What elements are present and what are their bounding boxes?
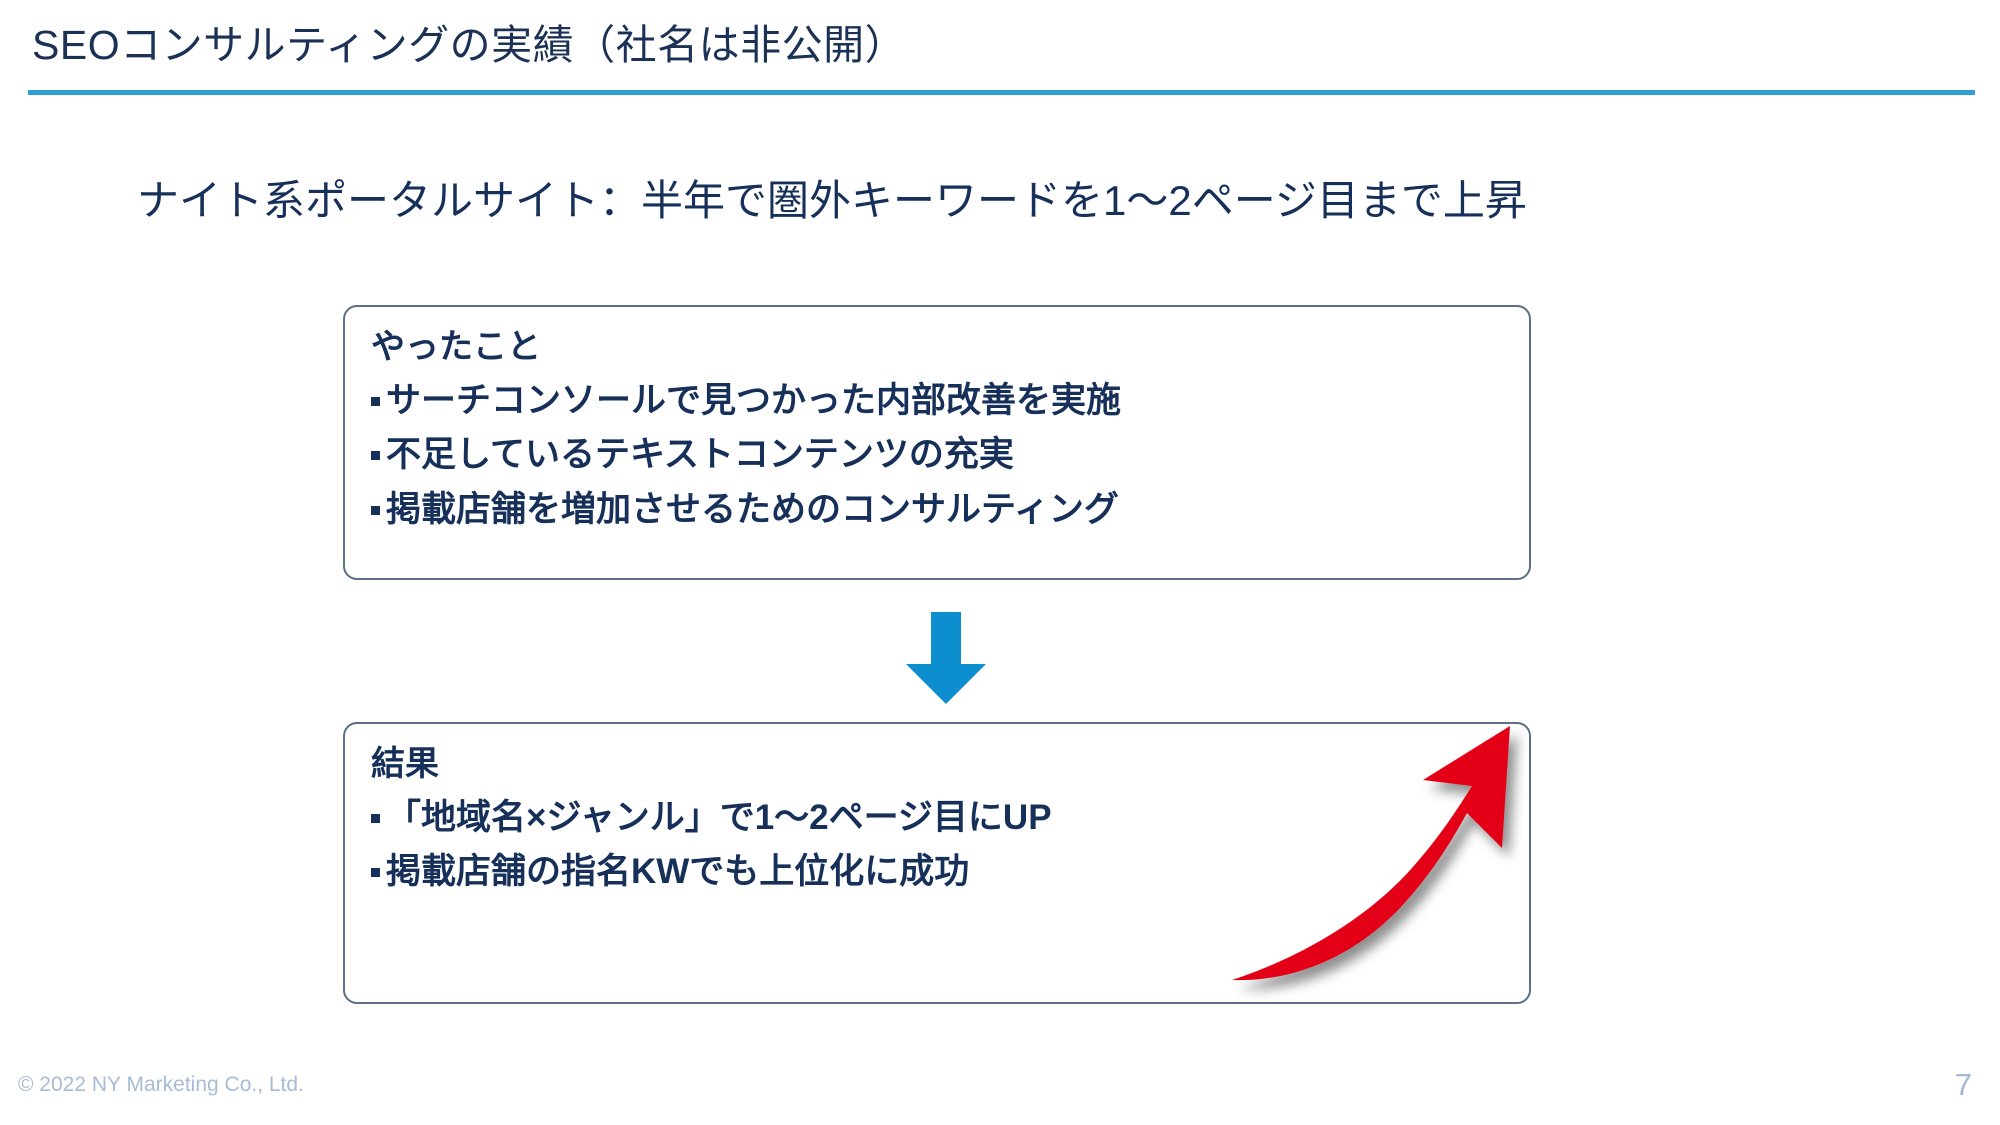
list-item: 不足しているテキストコンテンツの充実 [371,428,1513,483]
actions-panel-heading: やったこと [371,328,541,366]
bullet-square-icon [371,868,380,878]
list-item-label: サーチコンソールで見つかった内部改善を実施 [386,380,1122,420]
list-item-label: 掲載店舗を増加させるためのコンサルティング [386,489,1119,529]
title-divider [28,90,1975,95]
results-panel-content: 結果 「地域名×ジャンル」で1〜2ページ目にUP 掲載店舗の指名KWでも上位化に… [371,738,1513,900]
slide-subtitle: ナイト系ポータルサイト：半年で圏外キーワードを1〜2ページ目まで上昇 [137,177,1527,224]
copyright-text: © 2022 NY Marketing Co., Ltd. [18,1073,304,1096]
results-panel-heading: 結果 [371,745,439,783]
bullet-square-icon [371,451,380,461]
bullet-square-icon [371,505,380,515]
results-panel: 結果 「地域名×ジャンル」で1〜2ページ目にUP 掲載店舗の指名KWでも上位化に… [343,722,1531,1004]
list-item-label: 「地域名×ジャンル」で1〜2ページ目にUP [386,797,1052,837]
page-number: 7 [1954,1067,1972,1102]
bullet-square-icon [371,396,380,406]
list-item-label: 不足しているテキストコンテンツの充実 [386,435,1014,475]
list-item: 掲載店舗を増加させるためのコンサルティング [371,483,1513,538]
list-item-label: 掲載店舗の指名KWでも上位化に成功 [386,852,970,892]
actions-list: サーチコンソールで見つかった内部改善を実施 不足しているテキストコンテンツの充実… [371,374,1513,538]
results-list: 「地域名×ジャンル」で1〜2ページ目にUP 掲載店舗の指名KWでも上位化に成功 [371,791,1513,900]
actions-panel-content: やったこと サーチコンソールで見つかった内部改善を実施 不足しているテキストコン… [371,321,1513,537]
list-item: サーチコンソールで見つかった内部改善を実施 [371,374,1513,429]
list-item: 「地域名×ジャンル」で1〜2ページ目にUP [371,791,1513,846]
page-title: SEOコンサルティングの実績（社名は非公開） [32,22,907,68]
bullet-square-icon [371,813,380,823]
arrow-down-icon [900,612,992,704]
actions-panel: やったこと サーチコンソールで見つかった内部改善を実施 不足しているテキストコン… [343,305,1531,580]
list-item: 掲載店舗の指名KWでも上位化に成功 [371,845,1513,900]
